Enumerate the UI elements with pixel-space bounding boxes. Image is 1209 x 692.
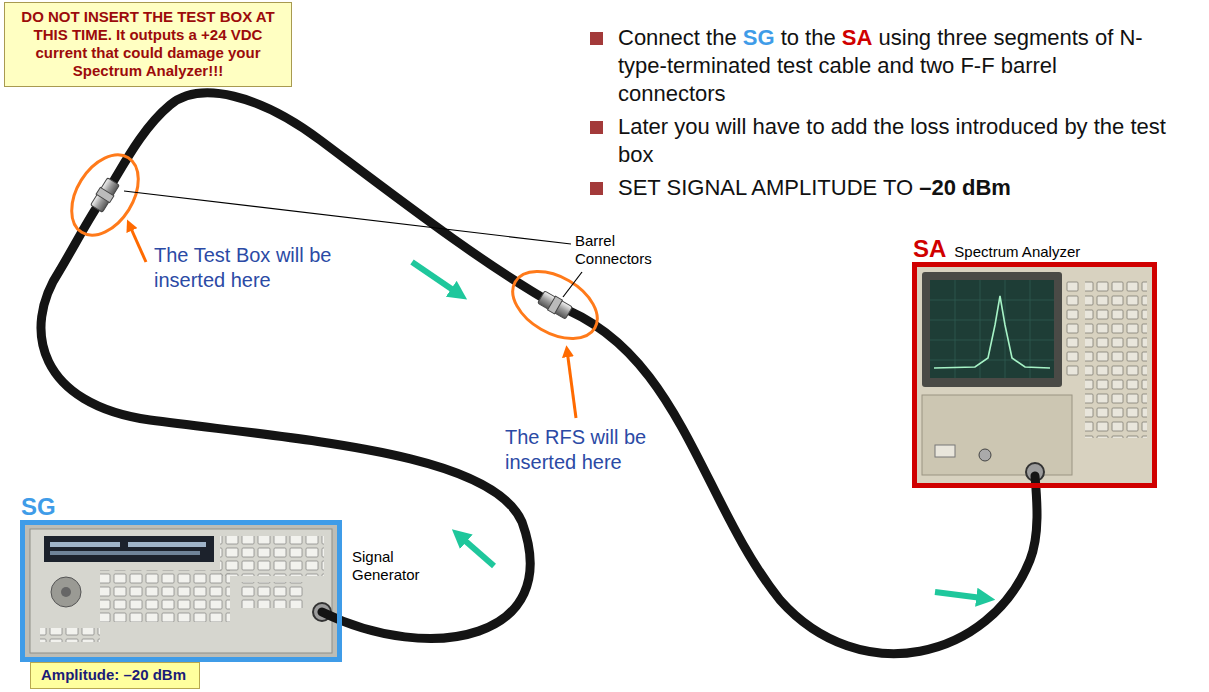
callout-arrow xyxy=(129,224,146,262)
instrument-tag: SG xyxy=(21,495,56,519)
leader-line xyxy=(124,191,571,244)
analyzer-frame: SASpectrum Analyzer xyxy=(912,262,1157,488)
text-run: Barrel Connectors xyxy=(575,232,652,267)
spectrum-analyzer-photo xyxy=(917,267,1152,483)
warning-note: DO NOT INSERT THE TEST BOX AT THIS TIME.… xyxy=(4,2,292,87)
text-run: Later you will have to add the loss intr… xyxy=(618,114,1166,167)
flow-arrow xyxy=(412,262,456,292)
setting-note: Amplitude: –20 dBm xyxy=(30,662,200,689)
barrel-connector xyxy=(90,177,121,213)
text-run: Connect the xyxy=(618,25,743,50)
text-run: Signal Generator xyxy=(352,548,420,583)
flow-arrow xyxy=(935,592,982,598)
part-label: Barrel Connectors xyxy=(575,232,670,268)
callout-note: The RFS will be inserted here xyxy=(505,425,655,475)
barrel-connector xyxy=(537,290,573,320)
frame-heading: SA Spectrum Analyzer xyxy=(913,237,1080,261)
callout-arrow xyxy=(567,350,576,418)
text-run: SA xyxy=(842,25,873,50)
part-label: Signal Generator xyxy=(352,548,437,584)
leader-line xyxy=(563,272,582,297)
insertion-ring xyxy=(58,143,152,247)
frame-heading: SG xyxy=(21,495,56,519)
text-run: SET SIGNAL AMPLITUDE TO xyxy=(618,175,913,200)
text-run: –20 dBm xyxy=(913,175,1011,200)
instruction-bullet: Later you will have to add the loss intr… xyxy=(588,113,1168,169)
test-cable xyxy=(41,93,1037,654)
instrument-name: Spectrum Analyzer xyxy=(954,244,1080,259)
instrument-tag: SA xyxy=(913,237,946,261)
insertion-ring xyxy=(501,258,609,352)
instruction-bullet: SET SIGNAL AMPLITUDE TO –20 dBm xyxy=(588,174,1168,202)
callout-note: The Test Box will be inserted here xyxy=(154,243,339,293)
instruction-bullet: Connect the SG to the SA using three seg… xyxy=(588,24,1168,108)
text-run: to the xyxy=(775,25,842,50)
signal-generator-photo xyxy=(25,525,337,657)
setting-text: Amplitude: –20 dBm xyxy=(41,666,189,684)
generator-frame: SG xyxy=(20,520,342,662)
text-run: SG xyxy=(743,25,775,50)
text-run: The RFS will be inserted here xyxy=(505,426,646,473)
warning-text: DO NOT INSERT THE TEST BOX AT THIS TIME.… xyxy=(11,8,285,80)
text-run: The Test Box will be inserted here xyxy=(154,244,332,291)
flow-arrow xyxy=(462,538,494,566)
